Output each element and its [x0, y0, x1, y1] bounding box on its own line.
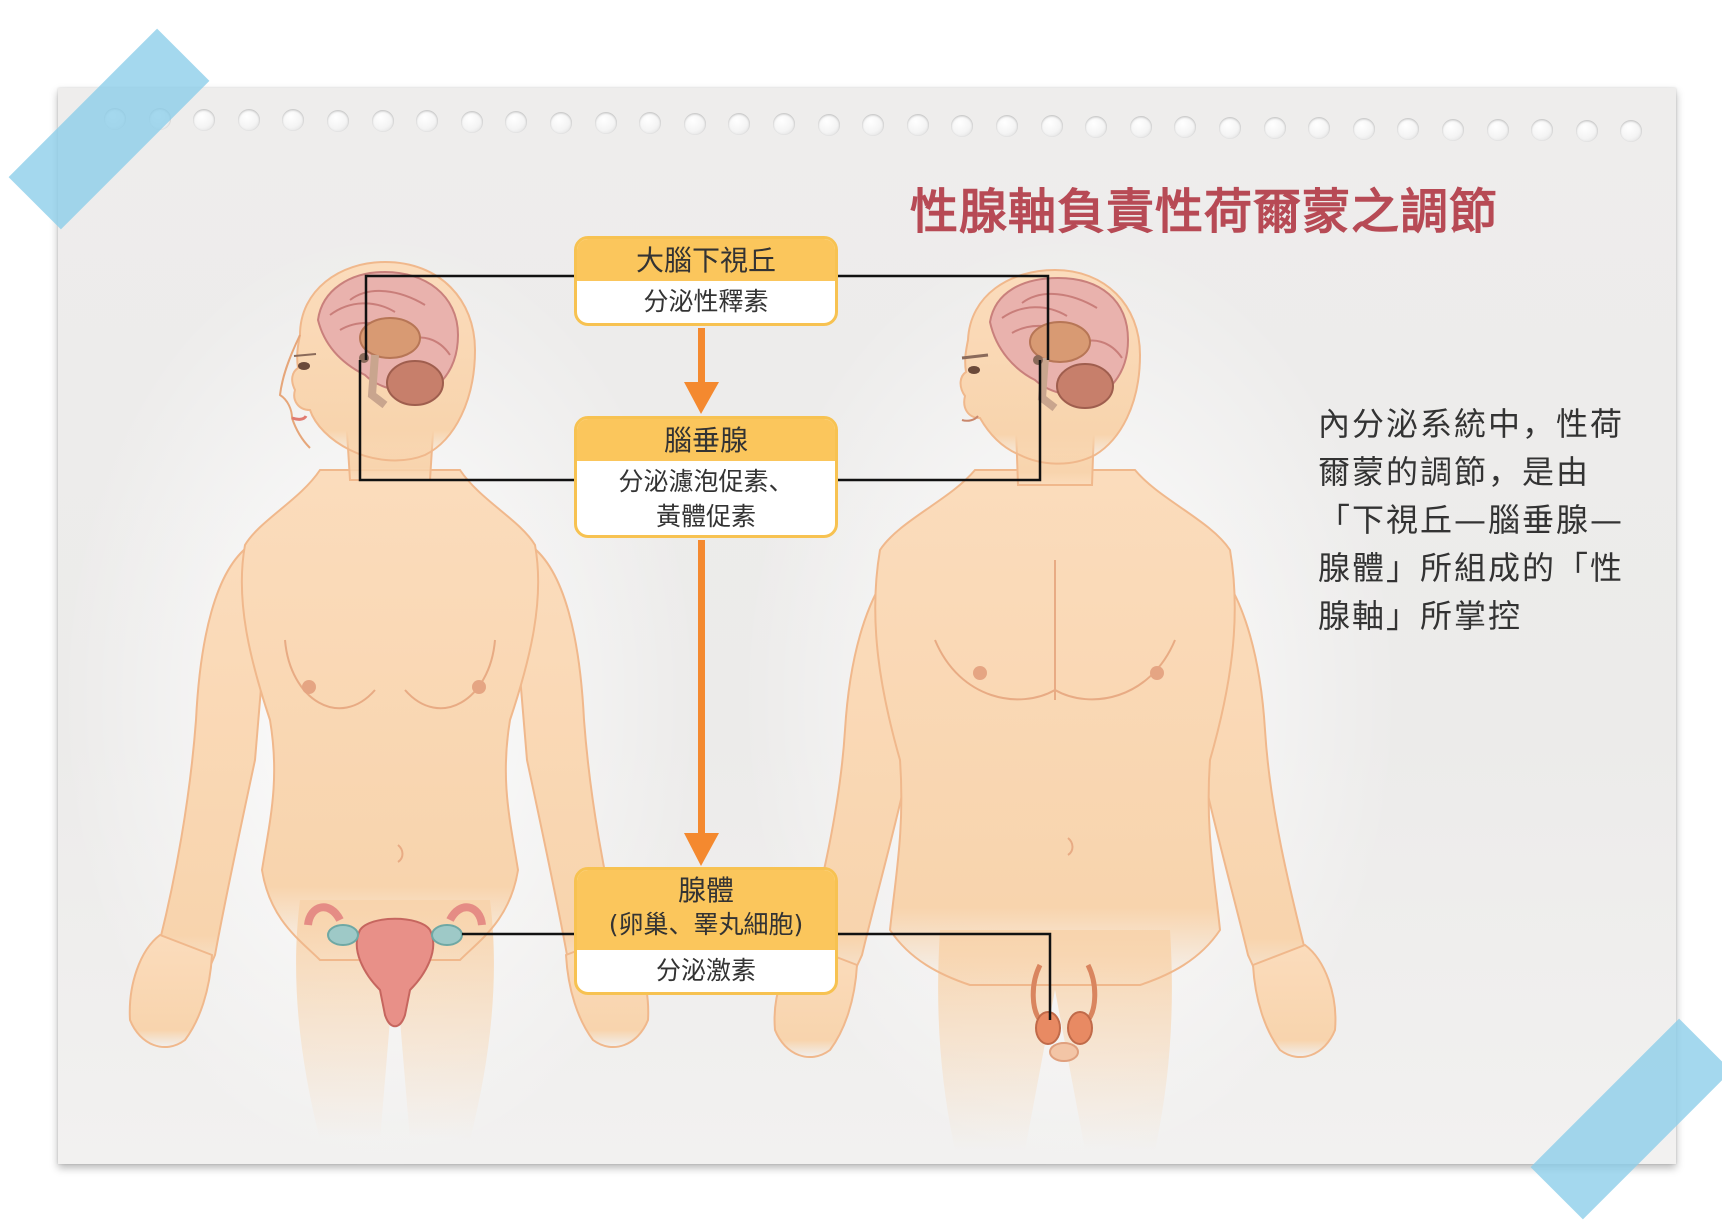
description-text: 內分泌系統中，性荷爾蒙的調節，是由「下視丘—腦垂腺—腺體」所組成的「性腺軸」所掌… — [1318, 400, 1628, 640]
hypothalamus-header: 大腦下視丘 — [577, 239, 835, 281]
hypothalamus-body: 分泌性釋素 — [577, 281, 835, 324]
gonad-header: 腺體 — [581, 874, 831, 908]
pituitary-body-line1: 分泌濾泡促素、 — [581, 465, 831, 500]
arrow-shaft-1 — [698, 328, 705, 384]
arrow-shaft-2 — [698, 540, 705, 835]
gonad-header-block: 腺體 (卵巢、睪丸細胞) — [577, 870, 835, 950]
pituitary-box: 腦垂腺 分泌濾泡促素、 黃體促素 — [574, 416, 838, 538]
gonad-header-sub: (卵巢、睪丸細胞) — [581, 908, 831, 942]
pituitary-header: 腦垂腺 — [577, 419, 835, 461]
arrow-head-2 — [684, 833, 719, 866]
hypothalamus-box: 大腦下視丘 分泌性釋素 — [574, 236, 838, 326]
male-torso — [875, 470, 1235, 985]
diagram-title: 性腺軸負責性荷爾蒙之調節 — [910, 172, 1610, 242]
pituitary-body-line2: 黃體促素 — [581, 500, 831, 535]
arrow-head-1 — [684, 382, 719, 414]
gonad-body: 分泌激素 — [577, 950, 835, 993]
gonad-box: 腺體 (卵巢、睪丸細胞) 分泌激素 — [574, 867, 838, 995]
female-torso — [242, 470, 538, 960]
pituitary-body: 分泌濾泡促素、 黃體促素 — [577, 461, 835, 538]
